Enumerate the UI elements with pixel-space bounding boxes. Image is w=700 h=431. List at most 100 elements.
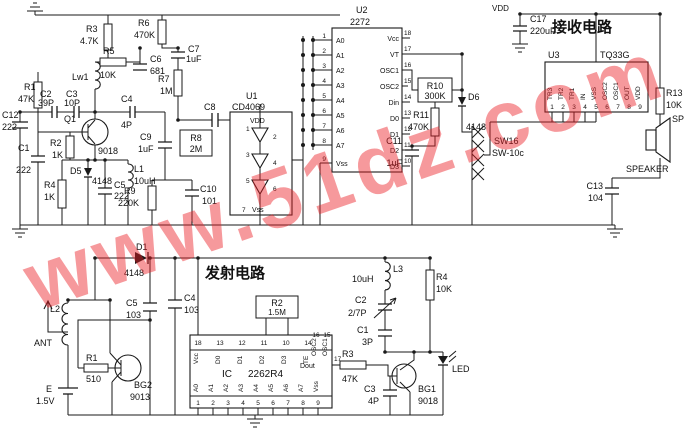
- value-c1-tx: 3P: [362, 337, 373, 347]
- ic-pin-l: OSC1: [322, 338, 329, 356]
- label-lw1: Lw1: [72, 72, 89, 82]
- coil-l1: [127, 163, 134, 189]
- ic-pin-n: 18: [194, 340, 202, 347]
- ground-icon: [26, 2, 44, 16]
- u3-pin-n: 9: [638, 104, 642, 111]
- transmitter-symbols: [43, 252, 457, 428]
- ic-pin-l: Vcc: [193, 352, 200, 364]
- led-icon: [438, 356, 448, 364]
- value-c6: 681: [150, 66, 165, 76]
- u2-pin-n: 6: [322, 108, 326, 115]
- resistor-box-r10: [417, 77, 453, 103]
- u1-pin: 7: [242, 207, 246, 214]
- label-c9: C9: [140, 132, 152, 142]
- ic-pin-l: A0: [193, 384, 200, 392]
- label-u3: U3: [548, 50, 560, 60]
- label-r8: R8: [190, 133, 202, 143]
- value-r1: 47K: [18, 94, 34, 104]
- cap-c1-tx: [378, 329, 392, 337]
- value-r7: 1M: [160, 86, 173, 96]
- ic-pin-l: D3: [281, 355, 288, 364]
- value-c7: 1uF: [186, 54, 202, 64]
- label-speaker: SPEAKER: [626, 164, 669, 174]
- ic-u2-box: [331, 27, 403, 173]
- value-bg2: 9013: [130, 392, 150, 402]
- u3-pin-n: 8: [627, 104, 631, 111]
- ic-2262-box: [189, 334, 333, 409]
- u3-pin-l: OSC1: [613, 82, 620, 100]
- value-d1: 4148: [124, 268, 144, 278]
- value-r3: 4.7K: [80, 36, 99, 46]
- ic-pin-n: 1: [196, 400, 200, 407]
- u2-pin-n: 18: [404, 30, 412, 37]
- value-c12: 222: [2, 122, 17, 132]
- ground-icon: [11, 224, 29, 238]
- ic-pin-l: Vss: [313, 380, 320, 392]
- part-u3: TQ33G: [600, 50, 630, 60]
- ic-pin-n: 14: [304, 340, 312, 347]
- u2-pin-l: OSC2: [380, 84, 399, 91]
- receiver-symbols: [11, 2, 671, 238]
- value-c1: 222: [16, 165, 31, 175]
- cap-c8: [211, 113, 219, 127]
- u2-pin-n: 11: [404, 142, 411, 149]
- label-r1: R1: [24, 82, 36, 92]
- resistor-r4: [57, 179, 67, 209]
- label-c8: C8: [204, 102, 216, 112]
- value-c2-tx: 2/7P: [348, 308, 367, 318]
- value-c10: 101: [202, 196, 217, 206]
- ic-pin-n: 8: [301, 400, 305, 407]
- ic-pin-l: Dout: [300, 363, 315, 370]
- label-c5: C5: [114, 180, 126, 190]
- ground-icon: [606, 224, 624, 238]
- label-c4-tx: C4: [184, 293, 196, 303]
- u2-pin-l: D3: [390, 164, 399, 171]
- resistor-r1: [33, 81, 43, 109]
- ic-pin-n: 2: [211, 400, 215, 407]
- label-c11: C11: [386, 136, 402, 146]
- value-c5-tx: 103: [126, 310, 141, 320]
- value-c2: 39P: [38, 98, 54, 108]
- label-u1: U1: [246, 91, 258, 101]
- ic-pin-n: 17: [334, 356, 342, 363]
- value-r13: 10K: [666, 100, 682, 110]
- resistor-r9: [147, 185, 157, 211]
- value-r4: 1K: [44, 192, 55, 202]
- label-r9: R9: [124, 186, 136, 196]
- ic-pin-l: A5: [268, 384, 275, 392]
- ic-pin-n: 15: [323, 332, 331, 339]
- resistor-r3: [103, 23, 113, 51]
- label-c17: C17: [530, 14, 547, 24]
- value-r5: 10K: [100, 70, 116, 80]
- label-battery: E: [46, 384, 52, 394]
- label-r4-tx: R4: [436, 272, 448, 282]
- label-q1: Q1: [64, 114, 76, 124]
- ic-pin-l: OSC2: [311, 338, 318, 356]
- u3-pin-l: TR1: [569, 87, 576, 100]
- u3-pin-l: TR3: [547, 87, 554, 100]
- ic-u3-box: [544, 61, 649, 113]
- value-r2: 1K: [52, 150, 63, 160]
- u3-pin-n: 2: [561, 104, 565, 111]
- label-r11: R11: [413, 110, 429, 120]
- ic-pin-l: A3: [238, 384, 245, 392]
- value-c4-tx: 103: [184, 305, 199, 315]
- label-ic: IC: [222, 369, 232, 380]
- u2-pin-l: OSC1: [380, 68, 399, 75]
- label-l1: L1: [134, 164, 144, 174]
- u1-pin: 6: [273, 186, 277, 193]
- part-u1: CD4069: [232, 102, 265, 112]
- ic-pin-n: 9: [316, 400, 320, 407]
- label-r10: R10: [427, 81, 444, 91]
- label-r4: R4: [44, 180, 56, 190]
- diode-d1: [135, 252, 147, 264]
- ground-icon: [246, 414, 264, 428]
- cap-c6: [133, 63, 147, 71]
- ic-u1-box: [229, 111, 293, 216]
- label-d5: D5: [70, 166, 82, 176]
- label-r2: R2: [50, 138, 62, 148]
- u2-pin-n: 10: [404, 158, 412, 165]
- label-u2: U2: [356, 5, 368, 15]
- u2-pin-l: A4: [336, 98, 345, 105]
